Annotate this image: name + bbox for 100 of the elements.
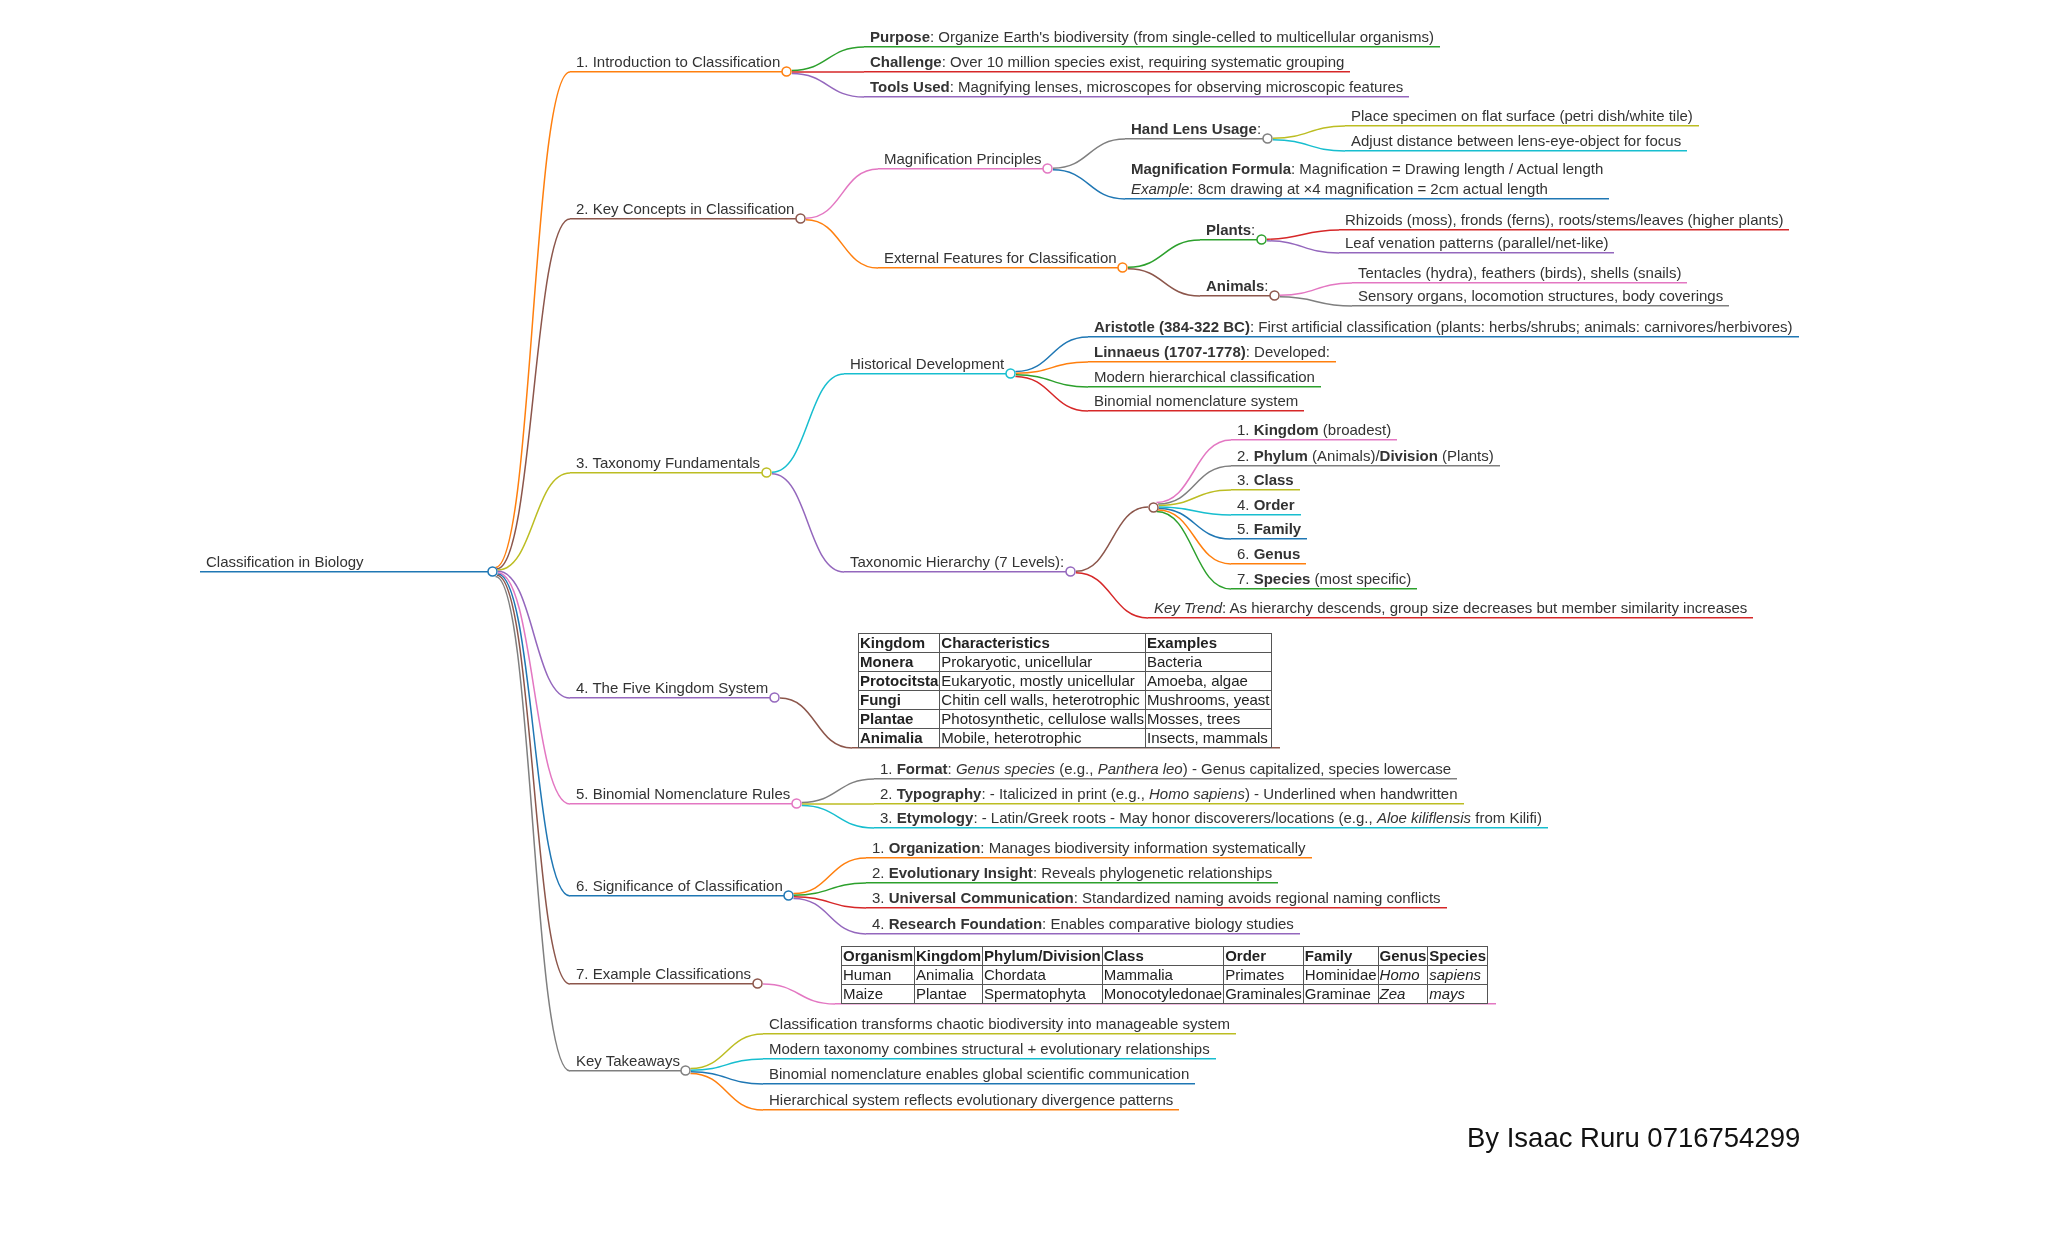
author-credit: By Isaac Ruru 0716754299 bbox=[1467, 1122, 1801, 1154]
table-header-cell: Characteristics bbox=[939, 633, 1146, 653]
topic-text: 4. Research Foundation: Enables comparative biology studies bbox=[871, 914, 1295, 934]
branch-connector bbox=[1155, 439, 1232, 504]
branch-connector bbox=[496, 472, 571, 571]
branch-connector bbox=[496, 218, 571, 570]
topic-text: Classification in Biology bbox=[205, 552, 365, 572]
topic-text: Binomial nomenclature system bbox=[1093, 391, 1300, 411]
topic-text: Plants: bbox=[1205, 220, 1257, 240]
branch-connector bbox=[793, 882, 867, 896]
table-cell: Animalia bbox=[914, 965, 983, 985]
table-cell: Graminales bbox=[1223, 984, 1304, 1004]
branch-connector bbox=[762, 983, 836, 1005]
topic-text: Magnification Principles bbox=[883, 149, 1043, 169]
table-cell: Mushrooms, yeast bbox=[1145, 690, 1271, 710]
branch-connector bbox=[1272, 125, 1346, 139]
branch-connector bbox=[1158, 506, 1232, 516]
topic-text: Example: 8cm drawing at ×4 magnification = 2cm actual length bbox=[1130, 179, 1549, 199]
table-cell: Plantae bbox=[914, 984, 983, 1004]
topic-text: 6. Genus bbox=[1236, 544, 1302, 564]
topic-text: 1. Introduction to Classification bbox=[575, 52, 782, 72]
topic-text: Adjust distance between lens-eye-object for focus bbox=[1350, 131, 1683, 151]
topic-text: Rhizoids (moss), fronds (ferns), roots/stems/leaves (higher plants) bbox=[1344, 210, 1785, 230]
topic-text: Aristotle (384-322 BC): First artificial classification (plants: herbs/shrubs; animals: carnivores/herbivores) bbox=[1093, 317, 1794, 337]
table-cell: mays bbox=[1427, 984, 1488, 1004]
branch-connector bbox=[801, 804, 875, 829]
table-cell: Zea bbox=[1378, 984, 1428, 1004]
table-cell: Spermatophyta bbox=[982, 984, 1103, 1004]
branch-connector bbox=[1158, 489, 1232, 507]
topic-text: Place specimen on flat surface (petri dish/white tile) bbox=[1350, 106, 1694, 126]
topic-text: 2. Typography: - Italicized in print (e.g., Homo sapiens) - Underlined when handwritten bbox=[879, 784, 1459, 804]
table-header-cell: Order bbox=[1223, 946, 1304, 966]
table-cell: Mosses, trees bbox=[1145, 709, 1271, 729]
table-cell: Mobile, heterotrophic bbox=[939, 728, 1146, 748]
branch-connector bbox=[1266, 240, 1340, 254]
topic-text: Binomial nomenclature enables global scientific communication bbox=[768, 1064, 1191, 1084]
table-header-cell: Genus bbox=[1378, 946, 1428, 966]
topic-text: Challenge: Over 10 million species exist, requiring systematic grouping bbox=[869, 52, 1346, 72]
branch-connector bbox=[689, 1033, 764, 1070]
branch-connector bbox=[1127, 268, 1201, 297]
table-cell: sapiens bbox=[1427, 965, 1488, 985]
topic-text: 3. Etymology: - Latin/Greek roots - May honor discoverers/locations (e.g., Aloe kiliflensis from Kilifi) bbox=[879, 808, 1543, 828]
topic-text: Purpose: Organize Earth's biodiversity (from single-celled to multicellular organisms) bbox=[869, 27, 1435, 47]
branch-connector bbox=[1158, 507, 1232, 540]
topic-text: Modern hierarchical classification bbox=[1093, 367, 1316, 387]
topic-text: Historical Development bbox=[849, 354, 1006, 374]
topic-text: 6. Significance of Classification bbox=[575, 876, 784, 896]
table-header-cell: Class bbox=[1102, 946, 1224, 966]
branch-connector bbox=[801, 778, 875, 804]
branch-connector bbox=[771, 473, 845, 573]
topic-text: Linnaeus (1707-1778): Developed: bbox=[1093, 342, 1331, 362]
branch-connector bbox=[801, 803, 875, 805]
table-cell: Amoeba, algae bbox=[1145, 671, 1271, 691]
topic-text: 3. Class bbox=[1236, 470, 1295, 490]
table-cell: Photosynthetic, cellulose walls bbox=[939, 709, 1146, 729]
branch-connector bbox=[791, 46, 865, 72]
table-cell: Maize bbox=[841, 984, 915, 1004]
topic-text: 2. Phylum (Animals)/Division (Plants) bbox=[1236, 446, 1495, 466]
table-cell: Mammalia bbox=[1102, 965, 1224, 985]
topic-text: Tentacles (hydra), feathers (birds), shells (snails) bbox=[1357, 263, 1683, 283]
topic-text: Key Takeaways bbox=[575, 1051, 681, 1071]
branch-connector bbox=[496, 574, 571, 985]
table-cell: Graminae bbox=[1303, 984, 1379, 1004]
branch-connector bbox=[805, 219, 879, 269]
topic-text: 1. Organization: Manages biodiversity information systematically bbox=[871, 838, 1307, 858]
table-cell: Primates bbox=[1223, 965, 1304, 985]
topic-text: Sensory organs, locomotion structures, body coverings bbox=[1357, 286, 1725, 306]
branch-connector bbox=[792, 857, 867, 895]
table-header-cell: Kingdom bbox=[914, 946, 983, 966]
table-header-cell: Organism bbox=[841, 946, 915, 966]
table-cell: Insects, mammals bbox=[1145, 728, 1271, 748]
branch-connector bbox=[1157, 465, 1232, 505]
branch-connector bbox=[1157, 509, 1232, 565]
branch-connector bbox=[1075, 572, 1149, 619]
topic-text: Animals: bbox=[1205, 276, 1270, 296]
branch-connector bbox=[1266, 229, 1340, 240]
branch-connector bbox=[791, 72, 865, 98]
branch-connector bbox=[792, 897, 867, 935]
topic-text: Taxonomic Hierarchy (7 Levels): bbox=[849, 552, 1066, 572]
topic-text: Hand Lens Usage: bbox=[1130, 119, 1263, 139]
table-cell: Monocotyledonae bbox=[1102, 984, 1224, 1004]
branch-connector bbox=[497, 570, 571, 699]
table-header-cell: Kingdom bbox=[858, 633, 940, 653]
topic-text: 5. Binomial Nomenclature Rules bbox=[575, 784, 792, 804]
topic-text: Tools Used: Magnifying lenses, microscopes for observing microscopic features bbox=[869, 77, 1405, 97]
branch-connector bbox=[771, 373, 845, 473]
table-cell: Bacteria bbox=[1145, 652, 1271, 672]
table-cell: Fungi bbox=[858, 690, 940, 710]
topic-text: Classification transforms chaotic biodiversity into manageable system bbox=[768, 1014, 1232, 1034]
table-header-cell: Family bbox=[1303, 946, 1379, 966]
table-cell: Animalia bbox=[858, 728, 940, 748]
topic-text: 2. Key Concepts in Classification bbox=[575, 199, 796, 219]
table-cell: Protocitsta bbox=[858, 671, 940, 691]
branch-connector bbox=[1052, 138, 1126, 169]
branch-connector bbox=[1272, 139, 1346, 152]
branch-connector bbox=[805, 168, 879, 219]
topic-text: Modern taxonomy combines structural + evolutionary relationships bbox=[768, 1039, 1211, 1059]
topic-text: Leaf venation patterns (parallel/net-like) bbox=[1344, 233, 1610, 253]
branch-connector bbox=[1075, 506, 1149, 572]
branch-connector bbox=[690, 1071, 764, 1085]
